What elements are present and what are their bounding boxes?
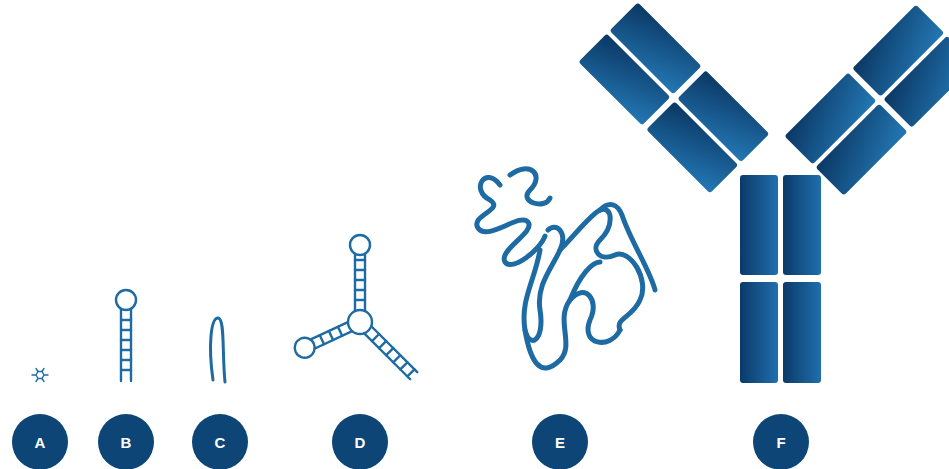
panel-letter: D bbox=[332, 414, 388, 469]
antibody-figure bbox=[578, 2, 949, 383]
three-way-aptamer bbox=[291, 235, 417, 379]
hairpin-aptamer bbox=[116, 290, 136, 381]
label-circle: C bbox=[192, 414, 248, 469]
label-circle: A bbox=[12, 414, 68, 469]
panel-letter: C bbox=[192, 414, 248, 469]
panel-letter: F bbox=[753, 414, 809, 469]
label-circle: E bbox=[532, 414, 588, 469]
panel-letter: B bbox=[98, 414, 154, 469]
protein-fold bbox=[477, 169, 655, 368]
panel-letter: A bbox=[12, 414, 68, 469]
peptide-strand bbox=[211, 318, 225, 382]
panel-letter: E bbox=[532, 414, 588, 469]
label-circle: D bbox=[332, 414, 388, 469]
label-circle: B bbox=[98, 414, 154, 469]
small-molecule-icon bbox=[32, 369, 48, 382]
label-circle: F bbox=[753, 414, 809, 469]
